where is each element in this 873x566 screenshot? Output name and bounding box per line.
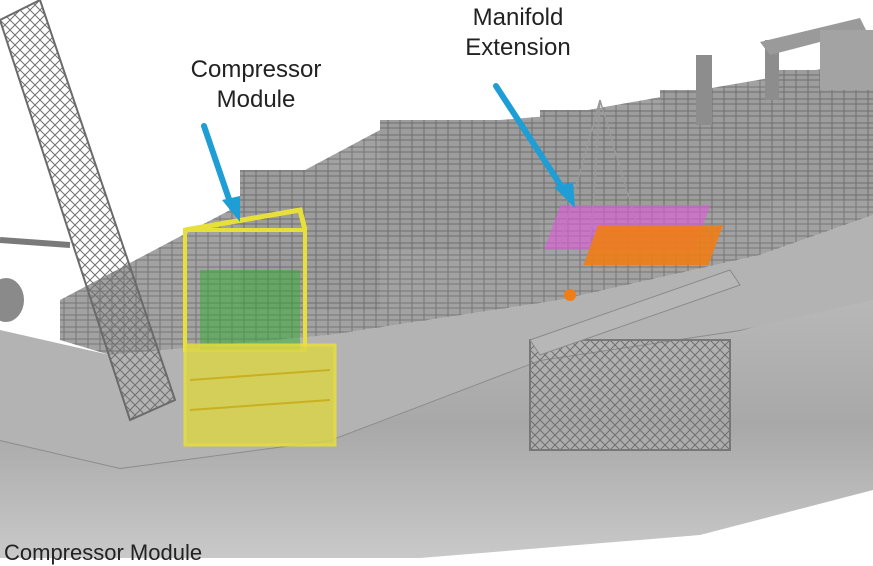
manifold-extension [544,99,724,301]
lattice-crane [0,0,177,422]
compressor-label-line2: Module [216,86,296,113]
compressor-module [183,207,337,447]
bottom-caption: Compressor Module [4,540,203,565]
manifold-label-line1: Manifold [472,4,564,31]
manifold-extension-label: Manifold Extension [448,3,588,63]
manifold-support-structure [529,269,741,451]
manifold-label-line2: Extension [465,34,571,61]
compressor-module-label: Compressor Module [176,55,336,115]
manifold-arrow-head-icon [554,182,575,208]
compressor-arrow-icon [201,123,235,211]
compressor-label-line1: Compressor [190,56,322,83]
callout-arrows [201,83,575,222]
compressor-arrow-head-icon [222,196,240,222]
manifold-arrow-icon [493,83,568,195]
